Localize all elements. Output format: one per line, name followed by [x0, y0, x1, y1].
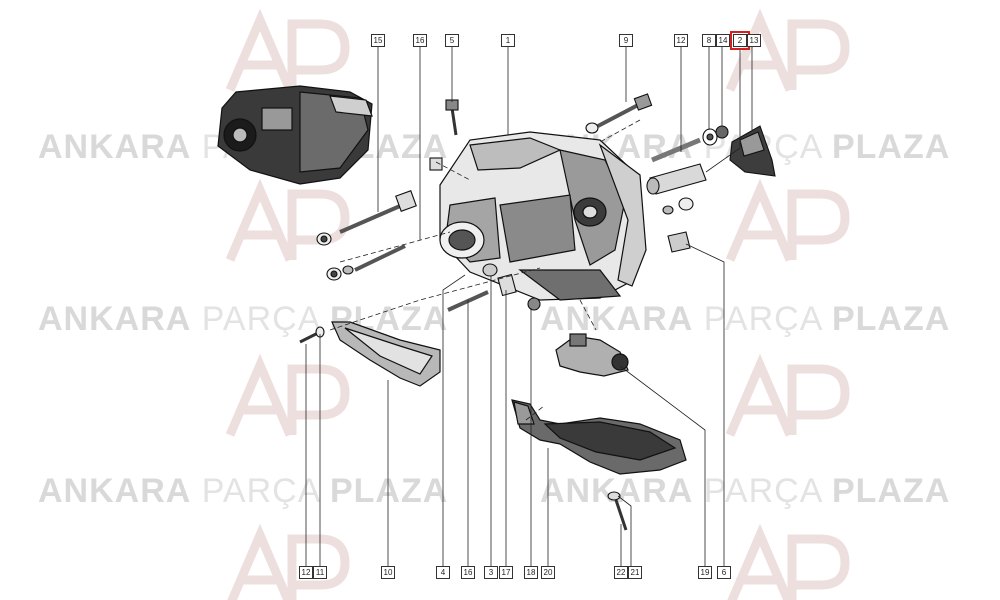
callout-14: 14 [716, 34, 730, 47]
clutch-cover-plate [331, 321, 441, 387]
watermark-row: ANKARA PARÇA PLAZA [38, 472, 448, 511]
watermark-word: PARÇA [201, 300, 320, 338]
callout-18: 18 [524, 566, 538, 579]
callout-12: 12 [299, 566, 313, 579]
callout-8: 8 [702, 34, 716, 47]
watermark-word: PLAZA [831, 128, 951, 166]
callout-6: 6 [717, 566, 731, 579]
watermark-word: PLAZA [831, 472, 951, 510]
callout-4: 4 [436, 566, 450, 579]
callout-10: 10 [381, 566, 395, 579]
undertray-plate [511, 399, 687, 475]
ap-logo-watermarks [225, 8, 850, 600]
callout-15: 15 [371, 34, 385, 47]
watermark-word: PARÇA [201, 472, 320, 510]
watermark-word: ANKARA [38, 472, 192, 510]
watermark-row: ANKARA PARÇA PLAZA [540, 300, 950, 339]
callout-16: 16 [413, 34, 427, 47]
callout-16: 16 [461, 566, 475, 579]
callout-12: 12 [674, 34, 688, 47]
watermark-word: PLAZA [831, 300, 951, 338]
gear-selector-linkage [555, 333, 629, 377]
leader-lines [305, 46, 753, 566]
callout-20: 20 [541, 566, 555, 579]
gearbox-housing [439, 131, 647, 301]
callout-3: 3 [484, 566, 498, 579]
watermark-row: ANKARA PARÇA PLAZA [38, 300, 448, 339]
callout-1: 1 [501, 34, 515, 47]
callout-5: 5 [445, 34, 459, 47]
callout-19: 19 [698, 566, 712, 579]
callout-9: 9 [619, 34, 633, 47]
callout-22: 22 [614, 566, 628, 579]
callout-17: 17 [499, 566, 513, 579]
watermark-word: PARÇA [703, 472, 822, 510]
callout-2-highlighted: 2 [730, 31, 750, 50]
watermark-word: PARÇA [703, 300, 822, 338]
callout-21: 21 [628, 566, 642, 579]
hardware-parts [299, 93, 776, 531]
assembled-gearbox-inset [217, 85, 373, 185]
watermark-word: PLAZA [329, 472, 449, 510]
watermark-word: ANKARA [38, 128, 192, 166]
watermark-word: ANKARA [540, 300, 694, 338]
watermark-word: ANKARA [38, 300, 192, 338]
callout-13: 13 [747, 34, 761, 47]
callout-11: 11 [313, 566, 327, 579]
